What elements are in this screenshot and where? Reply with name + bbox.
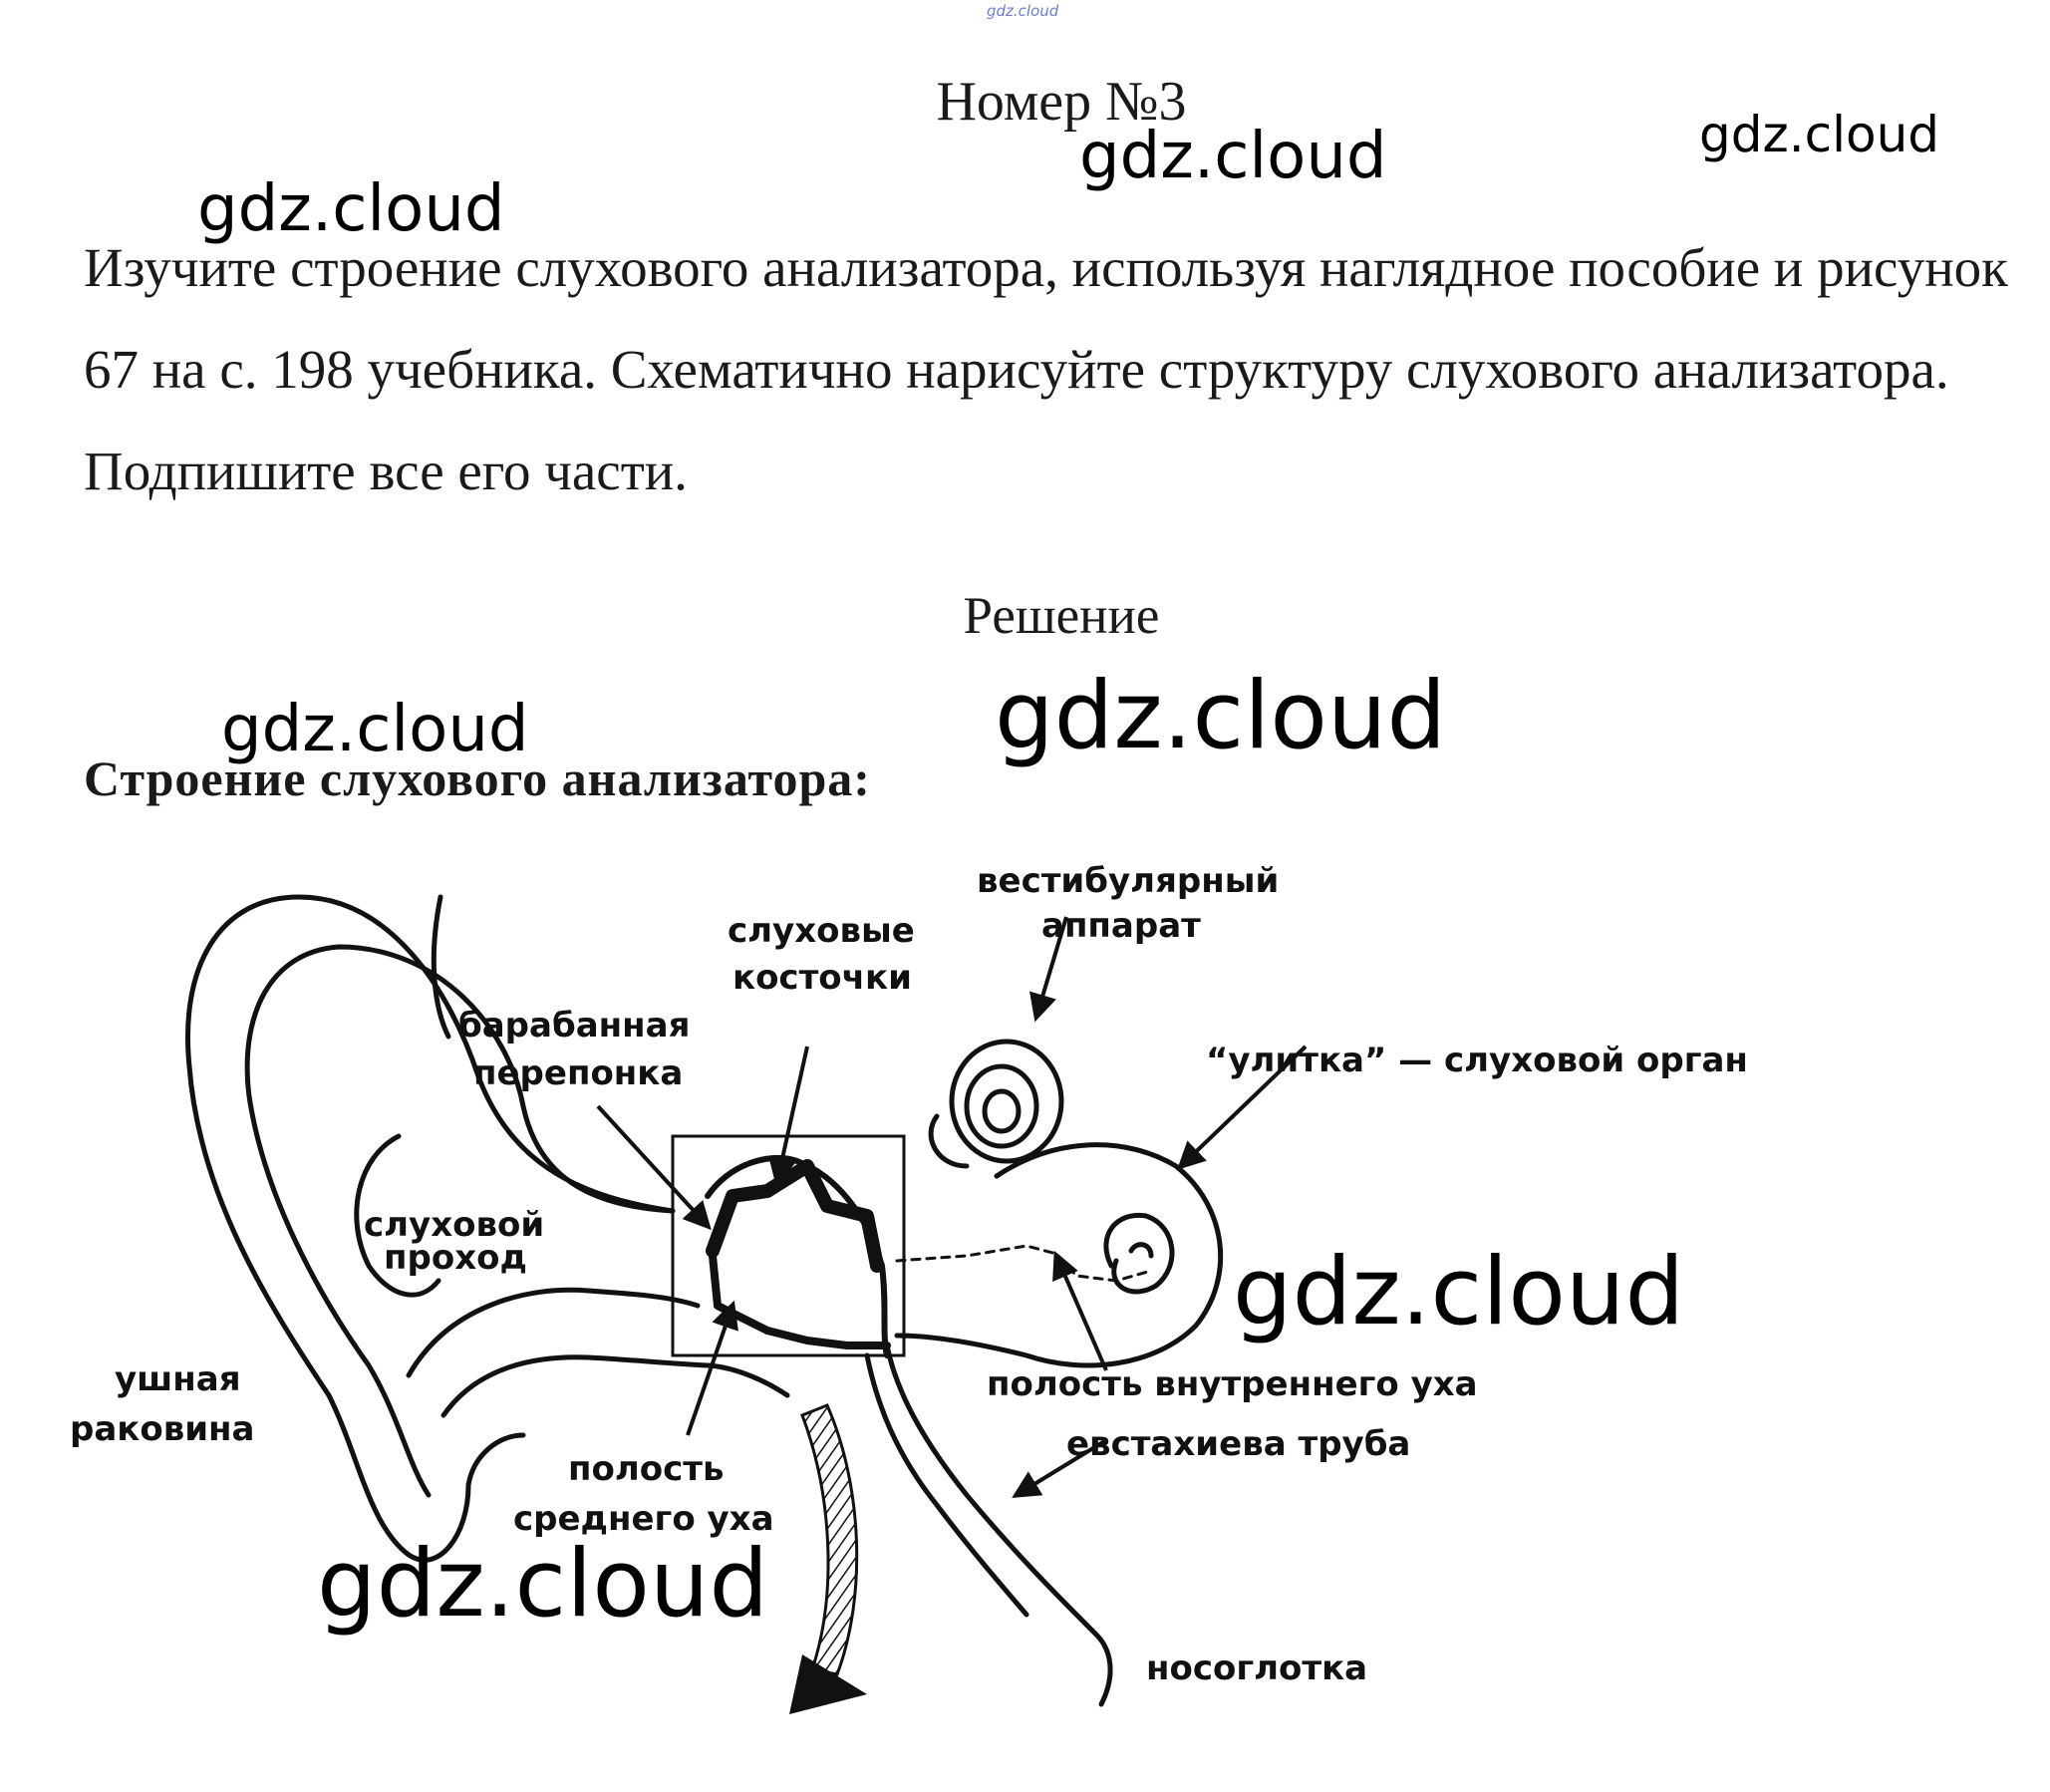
hatched-arrow (789, 1403, 867, 1714)
middle-ear-structure (705, 1154, 1113, 1707)
label-auricle-line2: раковина (70, 1409, 255, 1449)
watermark: gdz.cloud (317, 1530, 769, 1639)
auricle-shape (185, 894, 790, 1563)
label-eardrum-line2: перепонка (473, 1053, 683, 1093)
ear-structure-diagram: слуховые косточки вестибулярный аппарат … (70, 861, 1748, 1714)
label-arrows (596, 916, 1308, 1498)
watermark: gdz.cloud (197, 172, 505, 246)
watermark: gdz.cloud (995, 662, 1447, 770)
label-vestibular-line1: вестибулярный (977, 861, 1279, 901)
label-inner-ear-cavity: полость внутреннего уха (987, 1364, 1478, 1404)
label-nasopharynx: носоглотка (1146, 1648, 1367, 1688)
inner-ear-structure (894, 1039, 1224, 1368)
label-middle-ear-line2: среднего уха (513, 1499, 774, 1539)
page-title: Номер №3 (936, 71, 1187, 133)
label-ear-canal-line1: слуховой (364, 1205, 544, 1245)
solution-heading: Решение (963, 587, 1160, 645)
top-watermark: gdz.cloud (987, 2, 1059, 20)
task-text: Изучите строение слухового анализатора, … (84, 237, 2008, 501)
label-eustachian-tube: евстахиева труба (1066, 1424, 1410, 1464)
label-ear-canal-line2: проход (384, 1238, 527, 1278)
label-ossicles-line2: косточки (732, 958, 912, 998)
diagram-subtitle: Строение слухового анализатора: (84, 750, 871, 806)
label-middle-ear-line1: полость (568, 1449, 724, 1489)
watermark: gdz.cloud (1079, 120, 1387, 193)
watermark: gdz.cloud (221, 693, 529, 766)
label-cochlea: “улитка” — слуховой орган (1206, 1041, 1748, 1080)
label-eardrum-line1: барабанная (458, 1006, 690, 1045)
label-auricle-line1: ушная (115, 1359, 241, 1399)
watermark: gdz.cloud (1233, 1238, 1685, 1346)
label-ossicles-line1: слуховые (728, 911, 915, 951)
label-vestibular-line2: аппарат (1041, 906, 1201, 946)
watermark: gdz.cloud (1699, 106, 1940, 163)
